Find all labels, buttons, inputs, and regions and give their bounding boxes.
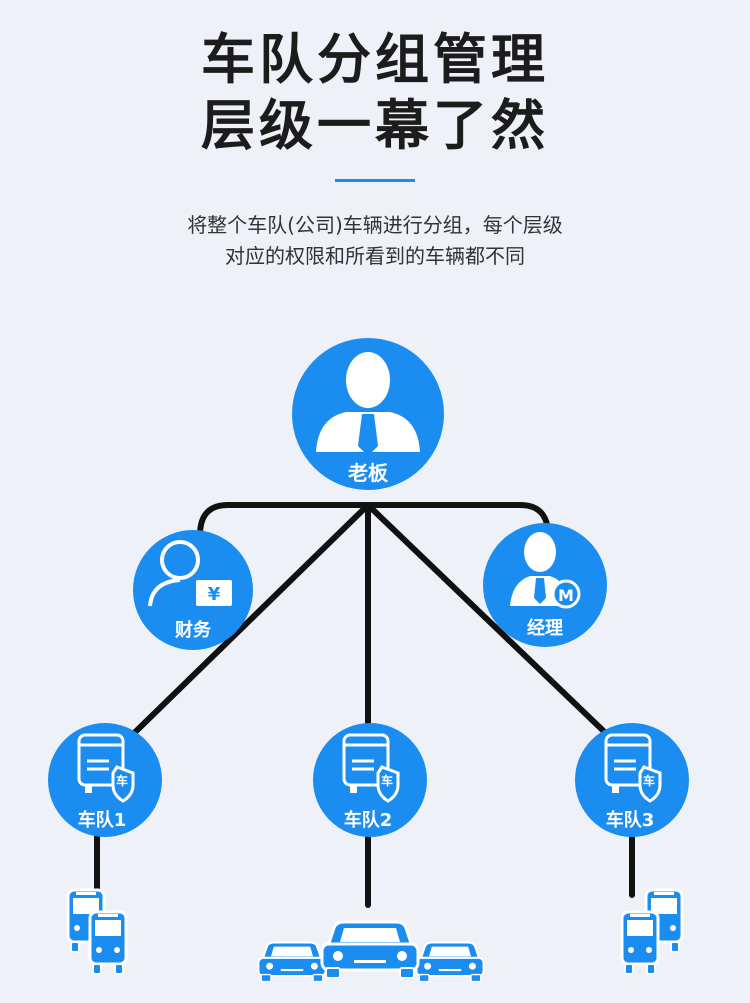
title-divider bbox=[335, 179, 415, 182]
bus-group-right bbox=[620, 888, 684, 976]
subtitle-line1: 将整个车队(公司)车辆进行分组，每个层级 bbox=[187, 213, 563, 237]
svg-text:车: 车 bbox=[381, 773, 393, 788]
svg-text:车: 车 bbox=[643, 773, 655, 788]
manager-badge-icon: M bbox=[558, 586, 574, 605]
person-money-icon: ¥ bbox=[148, 540, 232, 607]
boss-node: 老板 bbox=[292, 338, 444, 490]
finance-node: ¥ 财务 bbox=[133, 530, 253, 650]
currency-icon: ¥ bbox=[208, 584, 221, 605]
bus-group-left bbox=[66, 888, 128, 976]
fleet2-node: 车 车队2 bbox=[313, 723, 427, 837]
fleet3-label: 车队3 bbox=[606, 809, 655, 831]
car-icon bbox=[320, 920, 420, 980]
boss-label: 老板 bbox=[348, 461, 389, 485]
car-icon bbox=[257, 941, 327, 983]
page-title-line2: 层级一幕了然 bbox=[201, 94, 549, 157]
fleet3-node: 车 车队3 bbox=[575, 723, 689, 837]
person-tie-icon bbox=[316, 352, 420, 456]
car-icon bbox=[415, 941, 485, 983]
finance-label: 财务 bbox=[175, 619, 212, 641]
connector-lines bbox=[94, 502, 635, 908]
manager-person-icon: M bbox=[510, 532, 581, 609]
svg-text:车: 车 bbox=[116, 773, 128, 788]
manager-label: 经理 bbox=[527, 617, 563, 639]
bus-icon bbox=[620, 910, 660, 976]
page-title-line1: 车队分组管理 bbox=[201, 28, 549, 91]
bus-icon bbox=[88, 910, 128, 976]
fleet2-label: 车队2 bbox=[344, 809, 393, 831]
manager-node: M 经理 bbox=[483, 523, 607, 647]
car-group-center bbox=[257, 920, 485, 983]
fleet1-label: 车队1 bbox=[78, 809, 127, 831]
subtitle-line2: 对应的权限和所看到的车辆都不同 bbox=[225, 244, 525, 268]
fleet1-node: 车 车队1 bbox=[48, 723, 162, 837]
